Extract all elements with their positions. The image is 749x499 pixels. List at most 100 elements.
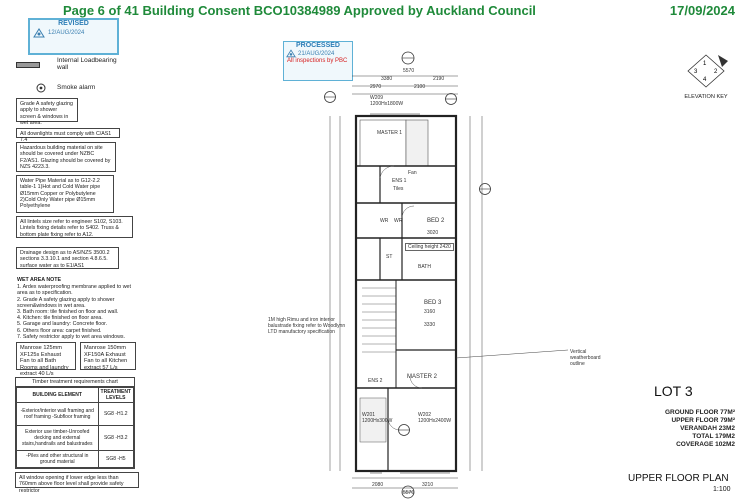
page-and-consent-label: Page 6 of 41 Building Consent BCO1038498… <box>63 3 536 18</box>
smoke-alarm-icon <box>36 83 46 93</box>
dim-bottom-a: 2080 <box>372 482 384 488</box>
dim-bed2-width: 3020 <box>427 230 439 236</box>
timber-chart-title: Timber treatment requirements chart <box>16 378 134 387</box>
room-wr-2: WR <box>394 218 403 224</box>
note-downlights: All downlights must comply with C/AS1 7.… <box>16 128 120 143</box>
section-marker-icon <box>479 183 491 195</box>
note-hazardous: Hazardous building material on site shou… <box>16 142 116 172</box>
section-marker-icon <box>445 93 457 105</box>
ceiling-height-label: Ceiling height 2420 <box>405 243 454 251</box>
timber-cell: SG8 -H3.2 <box>97 425 135 451</box>
wet-area-note: WET AREA NOTE 1. Ardex waterproofing mem… <box>17 277 137 340</box>
room-bed-2: BED 2 <box>427 218 445 224</box>
wet-area-item: 6. Others floor area: carpet finished. <box>17 327 102 334</box>
dim-top-d: 2100 <box>414 84 426 90</box>
section-marker-icon <box>401 51 415 65</box>
dim-bottom-b: 3210 <box>422 482 434 488</box>
note-fan-kitchen: Manrose 150mm XF150A Exhaust Fan to all … <box>80 342 136 371</box>
legend-smoke: Smoke alarm <box>57 84 96 91</box>
timber-cell: Exterior use timber-Unroofed decking and… <box>16 425 99 451</box>
wet-area-title: WET AREA NOTE <box>17 277 62 283</box>
room-fan: Fan <box>408 170 417 176</box>
timber-cell: -Exterior/interior wall framing and roof… <box>16 402 99 426</box>
dim-bed3-depth: 3330 <box>424 322 436 328</box>
area-verandah: VERANDAH 23M2 <box>680 425 735 432</box>
table-row: Exterior use timber-Unroofed decking and… <box>16 425 135 451</box>
room-master-1: MASTER 1 <box>377 130 403 136</box>
leader-line-icon <box>456 349 568 359</box>
elevation-key-label: ELEVATION KEY <box>684 94 728 100</box>
council-logo-icon <box>286 49 296 58</box>
wet-area-item: 5. Garage and laundry: Concrete floor. <box>17 321 108 328</box>
lot-number: LOT 3 <box>654 383 693 399</box>
floor-plan <box>329 75 483 489</box>
timber-cell: -Piles and other structural in ground ma… <box>16 450 99 468</box>
area-ground-floor: GROUND FLOOR 77M² <box>664 409 735 416</box>
revised-stamp: REVISED 12/AUG/2024 <box>28 18 119 55</box>
legend-wall-swatch <box>16 62 40 68</box>
dim-bottom-total: 5570 <box>403 490 415 496</box>
dim-top-total: 5570 <box>403 68 415 74</box>
window-w202: W202 1200Hx2400W <box>418 412 452 424</box>
note-safety-glazing: Grade A safety glazing apply to shower s… <box>16 98 78 126</box>
wet-area-item: 4. Kitchen: tile finished on floor area. <box>17 315 103 322</box>
timber-chart: Timber treatment requirements chart BUIL… <box>15 377 135 469</box>
elevation-key-icon: 1 2 4 3 <box>687 54 728 88</box>
note-water-pipe: Water Pipe Material as to G12-2.2 table-… <box>16 175 114 213</box>
svg-text:1: 1 <box>703 61 707 67</box>
banner-date: 17/09/2024 <box>669 3 735 18</box>
note-fan-bathroom: Manrose 125mm XF125s Exhaust Fan to all … <box>16 342 76 377</box>
room-st: ST <box>386 254 393 260</box>
room-wr-1: WR <box>380 218 389 224</box>
timber-header-levels: TREATMENT LEVELS <box>97 387 135 403</box>
wet-area-item: 1. Ardex waterproofing membrane applied … <box>17 284 131 297</box>
timber-header-element: BUILDING ELEMENT <box>16 387 99 403</box>
processed-stamp-note: All inspections by PBC <box>287 58 348 64</box>
timber-table: BUILDING ELEMENT TREATMENT LEVELS -Exter… <box>16 387 135 468</box>
note-lintels: All lintels size refer to engineer S102,… <box>16 216 133 238</box>
approval-banner: Page 6 of 41 Building Consent BCO1038498… <box>0 0 749 22</box>
wet-area-item: 2. Grade A safety glazing apply to showe… <box>17 296 115 309</box>
room-tiles: Tiles <box>393 186 404 192</box>
plan-scale: 1:100 <box>713 486 731 493</box>
revised-stamp-date: 12/AUG/2024 <box>48 30 85 36</box>
processed-stamp-date: 21/AUG/2024 <box>298 50 335 57</box>
wet-area-item: 7. Safety restrictor apply to wet area w… <box>17 333 126 340</box>
dim-bed3-width: 3160 <box>424 309 436 315</box>
section-marker-icon <box>324 91 336 103</box>
area-total: TOTAL 179M2 <box>692 433 735 440</box>
table-row: -Piles and other structural in ground ma… <box>16 450 135 468</box>
window-w209: W209 1200Hx1800W <box>370 95 404 107</box>
balustrade-note: 1M high Rimu and iron interior balustrad… <box>268 317 346 335</box>
elevation-key: 1 2 4 3 ELEVATION KEY <box>678 53 734 100</box>
processed-stamp: PROCESSED 21/AUG/2024 All inspections by… <box>283 41 353 81</box>
weatherboard-note: Vertical weatherboard outline <box>570 349 601 367</box>
council-logo-icon <box>33 28 45 38</box>
revised-stamp-title: REVISED <box>58 20 89 27</box>
dim-top-b: 2190 <box>433 76 445 82</box>
note-drainage: Drainage design as to AS/NZS 3500.2 sect… <box>16 247 119 269</box>
room-ens-2: ENS 2 <box>368 378 383 384</box>
svg-text:4: 4 <box>703 77 707 83</box>
svg-text:3: 3 <box>694 69 698 75</box>
timber-cell: SG8 -H5 <box>97 450 135 468</box>
section-marker-icon <box>401 485 415 499</box>
dim-top-c: 2970 <box>370 84 382 90</box>
window-w201: W201 1200Hx300W <box>362 412 393 424</box>
room-bath: BATH <box>418 264 431 270</box>
wet-area-item: 3. Bath room: tile finished on floor and… <box>17 309 119 316</box>
dim-top-a: 3380 <box>381 76 393 82</box>
note-window-restrictor: All window opening if lower edge less th… <box>15 472 139 494</box>
area-coverage: COVERAGE 102M2 <box>676 441 735 448</box>
room-master-2: MASTER 2 <box>407 374 438 380</box>
svg-text:2: 2 <box>714 69 718 75</box>
room-ens-1: ENS 1 <box>392 178 407 184</box>
legend-loadbearing: Internal Loadbearing wall <box>57 57 117 71</box>
room-bed-3: BED 3 <box>424 300 442 306</box>
area-upper-floor: UPPER FLOOR 79M² <box>671 417 735 424</box>
table-row: -Exterior/interior wall framing and roof… <box>16 402 135 426</box>
timber-cell: SG8 -H1.2 <box>97 402 135 426</box>
processed-stamp-title: PROCESSED <box>296 42 340 49</box>
area-schedule: GROUND FLOOR 77M² UPPER FLOOR 79M² VERAN… <box>665 409 735 449</box>
plan-title: UPPER FLOOR PLAN <box>628 473 729 484</box>
